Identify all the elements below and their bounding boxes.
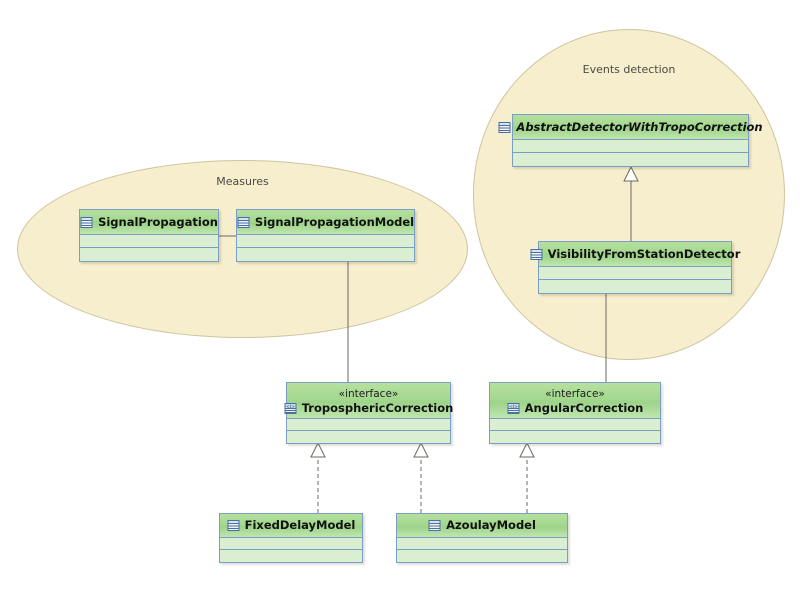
class-titlerow-fixeddelaymodel: FixedDelayModel [227,518,356,533]
class-node-signalpropagationmodel[interactable]: SignalPropagationModel [236,209,415,262]
class-operations-compartment [80,248,218,261]
class-title-troposphericcorrection: TroposphericCorrection [301,400,454,415]
class-attributes-compartment [220,538,362,550]
class-title-signalpropagation: SignalPropagation [98,214,218,229]
class-attributes-compartment [397,538,567,550]
class-node-signalpropagation[interactable]: SignalPropagation [79,209,219,262]
class-header-fixeddelaymodel: FixedDelayModel [220,514,362,538]
package-events-detection-label: Events detection [582,63,676,76]
class-icon [80,216,93,229]
class-attributes-compartment [490,419,660,431]
class-header-visibilityfromstationdetector: VisibilityFromStationDetector [530,242,740,267]
realization-arrowhead-troposphericcorrection-left [310,441,326,458]
class-title-visibilityfromstationdetector: VisibilityFromStationDetector [547,246,741,261]
svg-text:<I>: <I> [286,404,295,410]
package-events-detection[interactable]: Events detection [473,29,785,360]
class-title-fixeddelaymodel: FixedDelayModel [244,518,356,532]
class-titlerow-troposphericcorrection: <I> TroposphericCorrection [284,400,454,416]
class-icon [428,519,441,532]
stereotype-label-angularcorrection: «interface» [545,387,605,400]
class-operations-compartment [513,153,748,166]
class-operations-compartment [397,550,567,562]
realization-arrowhead-troposphericcorrection-right [413,441,429,458]
class-titlerow-signalpropagationmodel: SignalPropagationModel [237,215,414,230]
class-operations-compartment [490,431,660,443]
class-node-angularcorrection[interactable]: «interface» <I> AngularCorrection [489,382,661,444]
class-attributes-compartment [539,267,731,280]
class-icon [227,519,240,532]
interface-icon: <I> [507,402,520,415]
class-header-abstractdetectorwithtropocorrection: AbstractDetectorWithTropoCorrection [498,115,763,140]
svg-text:<I>: <I> [509,404,518,410]
class-icon [237,216,250,229]
class-attributes-compartment [80,235,218,248]
class-title-azoulaymodel: AzoulayModel [446,518,536,532]
class-titlerow-visibilityfromstationdetector: VisibilityFromStationDetector [530,246,741,262]
class-titlerow-angularcorrection: <I> AngularCorrection [507,400,644,416]
stereotype-label-troposphericcorrection: «interface» [338,387,399,400]
class-node-troposphericcorrection[interactable]: «interface» <I> TroposphericCorrection [284,382,453,444]
class-header-azoulaymodel: AzoulayModel [397,514,567,538]
class-operations-compartment [539,280,731,293]
class-title-abstractdetectorwithtropocorrection: AbstractDetectorWithTropoCorrection [516,119,763,134]
class-attributes-compartment [513,140,748,153]
class-node-visibilityfromstationdetector[interactable]: VisibilityFromStationDetector [530,241,740,294]
class-titlerow-abstractdetectorwithtropocorrection: AbstractDetectorWithTropoCorrection [498,119,763,135]
class-header-angularcorrection: «interface» <I> AngularCorrection [490,383,660,419]
class-node-abstractdetectorwithtropocorrection[interactable]: AbstractDetectorWithTropoCorrection [498,114,763,167]
class-attributes-compartment [237,235,414,248]
interface-icon: <I> [284,402,297,415]
class-title-signalpropagationmodel: SignalPropagationModel [254,214,415,229]
class-title-angularcorrection: AngularCorrection [524,400,644,415]
class-header-signalpropagationmodel: SignalPropagationModel [237,210,414,235]
class-icon [498,121,511,134]
class-titlerow-azoulaymodel: AzoulayModel [428,518,536,533]
class-node-fixeddelaymodel[interactable]: FixedDelayModel [219,513,363,563]
class-header-troposphericcorrection: «interface» <I> TroposphericCorrection [284,383,453,419]
class-titlerow-signalpropagation: SignalPropagation [80,215,218,230]
class-attributes-compartment [287,419,450,431]
class-node-azoulaymodel[interactable]: AzoulayModel [396,513,568,563]
class-operations-compartment [287,431,450,443]
class-icon [530,248,543,261]
package-measures-label: Measures [216,175,269,188]
class-operations-compartment [220,550,362,562]
class-header-signalpropagation: SignalPropagation [80,210,218,235]
realization-arrowhead-angularcorrection [519,441,535,458]
class-operations-compartment [237,248,414,261]
